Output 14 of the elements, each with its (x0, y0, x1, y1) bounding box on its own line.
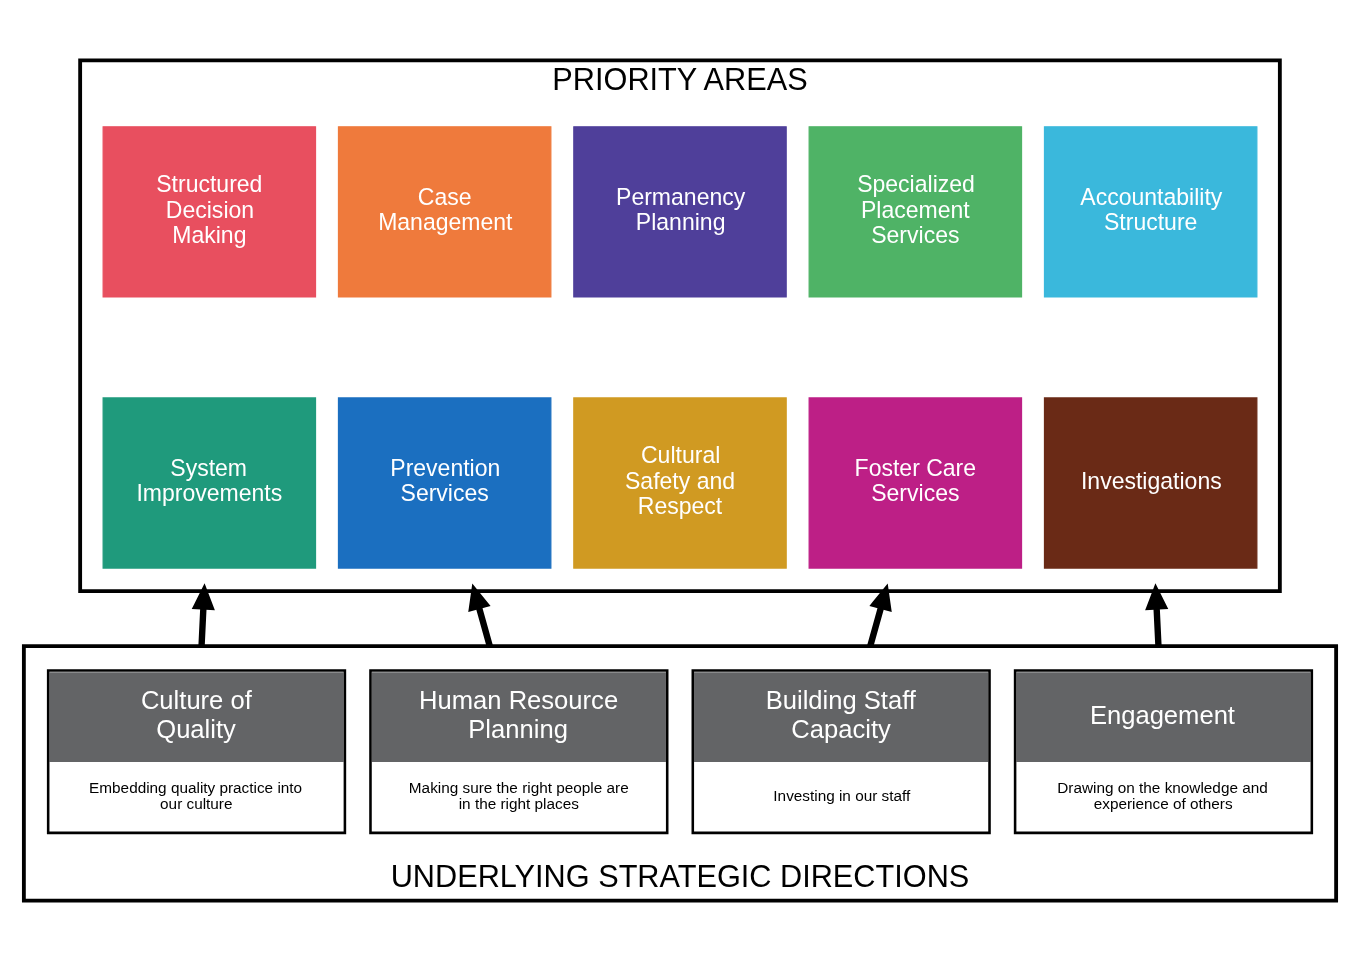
arrow (191, 583, 215, 647)
arrow (1145, 583, 1169, 647)
arrow (468, 583, 493, 647)
node-box: Case Management (337, 126, 552, 298)
node-box: Accountability Structure (1043, 126, 1258, 298)
node-box: Permanency Planning (573, 126, 787, 298)
node-box: Specialized Placement Services (808, 126, 1023, 298)
node-box: Foster Care Services (808, 397, 1023, 569)
node-box: Structured Decision Making (102, 126, 317, 298)
arrow (867, 583, 892, 647)
node-box: Cultural Safety and Respect (573, 397, 787, 569)
node-box: System Improvements (102, 397, 317, 569)
node-box: Prevention Services (337, 397, 552, 569)
node-box: Investigations (1043, 397, 1258, 569)
